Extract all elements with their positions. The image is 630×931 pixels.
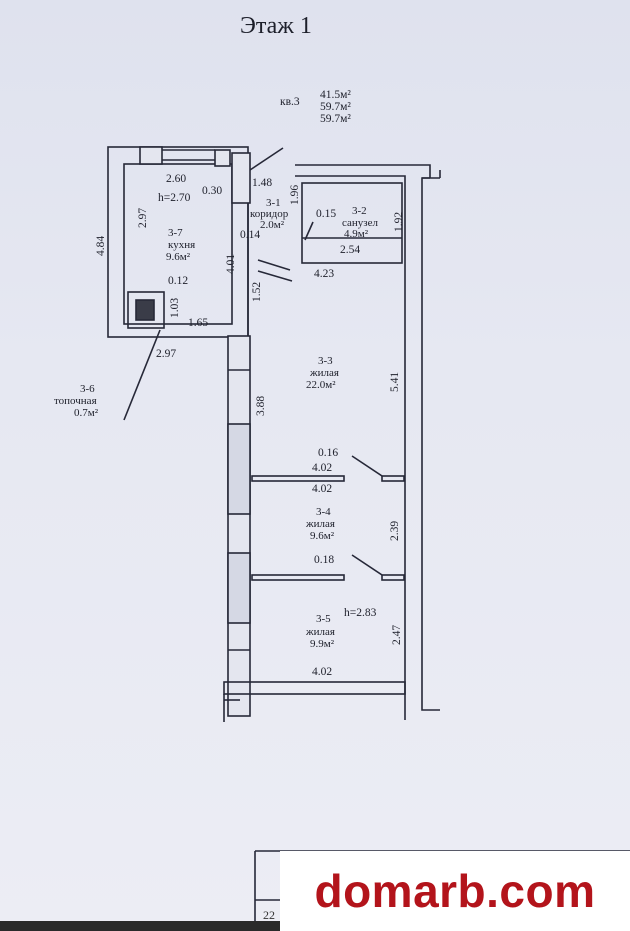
dim-4-02-b: 4.02 [312, 483, 333, 495]
room-3-6-name: топочная [54, 395, 97, 407]
dim-4-23: 4.23 [314, 268, 335, 280]
room-3-5-number: 3-5 [316, 613, 331, 625]
room-3-4-area: 9.6м² [310, 530, 335, 542]
room-3-2-area: 4.9м² [344, 228, 369, 240]
main-walls [295, 164, 431, 178]
dim-0-14: 0.14 [240, 229, 261, 241]
dim-2-47: 2.47 [391, 624, 403, 645]
room-3-1-number: 3-1 [266, 197, 281, 209]
room-3-7-number: 3-7 [168, 227, 183, 239]
watermark-box: domarb.com [280, 851, 630, 931]
bottom-wall [223, 681, 406, 695]
partition-33-34 [251, 475, 345, 482]
dim-2-97-vertical: 2.97 [137, 207, 149, 228]
room-3-4-number: 3-4 [316, 506, 331, 518]
dim-0-12: 0.12 [168, 275, 189, 287]
dim-1-65: 1.65 [188, 317, 209, 329]
dim-2-39: 2.39 [389, 520, 401, 541]
room-3-7-name: кухня [168, 239, 196, 251]
room-3-2-number: 3-2 [352, 205, 367, 217]
room-3-5-area: 9.9м² [310, 638, 335, 650]
dim-4-02-a: 4.02 [312, 462, 333, 474]
room-3-6-number: 3-6 [80, 383, 95, 395]
dim-0-18: 0.18 [314, 554, 335, 566]
dim-0-16: 0.16 [318, 447, 339, 459]
watermark-logo: domarb.com [314, 865, 596, 917]
room-3-2-name: санузел [342, 217, 379, 229]
room-3-7-area: 9.6м² [166, 251, 191, 263]
apartment-label: кв.3 [280, 96, 300, 108]
apartment-area-3: 59.7м² [320, 113, 351, 125]
kitchen-inner [123, 163, 233, 325]
furnace-room [127, 291, 165, 329]
floor-title: Этаж 1 [240, 13, 312, 39]
dim-4-02-c: 4.02 [312, 666, 333, 678]
dim-2-60: 2.60 [166, 173, 187, 185]
dim-1-96: 1.96 [289, 184, 301, 205]
dim-1-48: 1.48 [252, 177, 273, 189]
room-3-3-number: 3-3 [318, 355, 333, 367]
room-3-3-name: жилая [310, 367, 339, 379]
dim-1-92: 1.92 [393, 211, 405, 232]
dim-4-84: 4.84 [95, 235, 107, 256]
dim-0-15: 0.15 [316, 208, 337, 220]
room-3-6-area: 0.7м² [74, 407, 99, 419]
dim-5-41: 5.41 [389, 371, 401, 392]
dim-0-30: 0.30 [202, 185, 223, 197]
room-3-4-name: жилая [306, 518, 335, 530]
bathroom-walls [301, 182, 403, 264]
apartment-area-1: 41.5м² [320, 89, 351, 101]
room-3-1-area: 2.0м² [260, 219, 285, 231]
partition-34-35 [251, 574, 345, 581]
apartment-area-2: 59.7м² [320, 101, 351, 113]
room-3-5-name: жилая [306, 626, 335, 638]
dim-3-88: 3.88 [255, 395, 267, 416]
left-wall [227, 335, 251, 717]
dim-1-03: 1.03 [169, 297, 181, 318]
room-3-1-name: коридор [250, 208, 289, 220]
dim-2-54: 2.54 [340, 244, 361, 256]
dim-4-01: 4.01 [225, 253, 237, 274]
footer-corner-text: 22 [263, 908, 275, 922]
room-3-3-area: 22.0м² [306, 379, 336, 391]
dim-2-97-bottom: 2.97 [156, 348, 177, 360]
kitchen-height: h=2.70 [158, 192, 191, 204]
bottom-strip [0, 921, 280, 931]
room-3-5-height: h=2.83 [344, 607, 377, 619]
dim-1-52: 1.52 [251, 281, 263, 302]
